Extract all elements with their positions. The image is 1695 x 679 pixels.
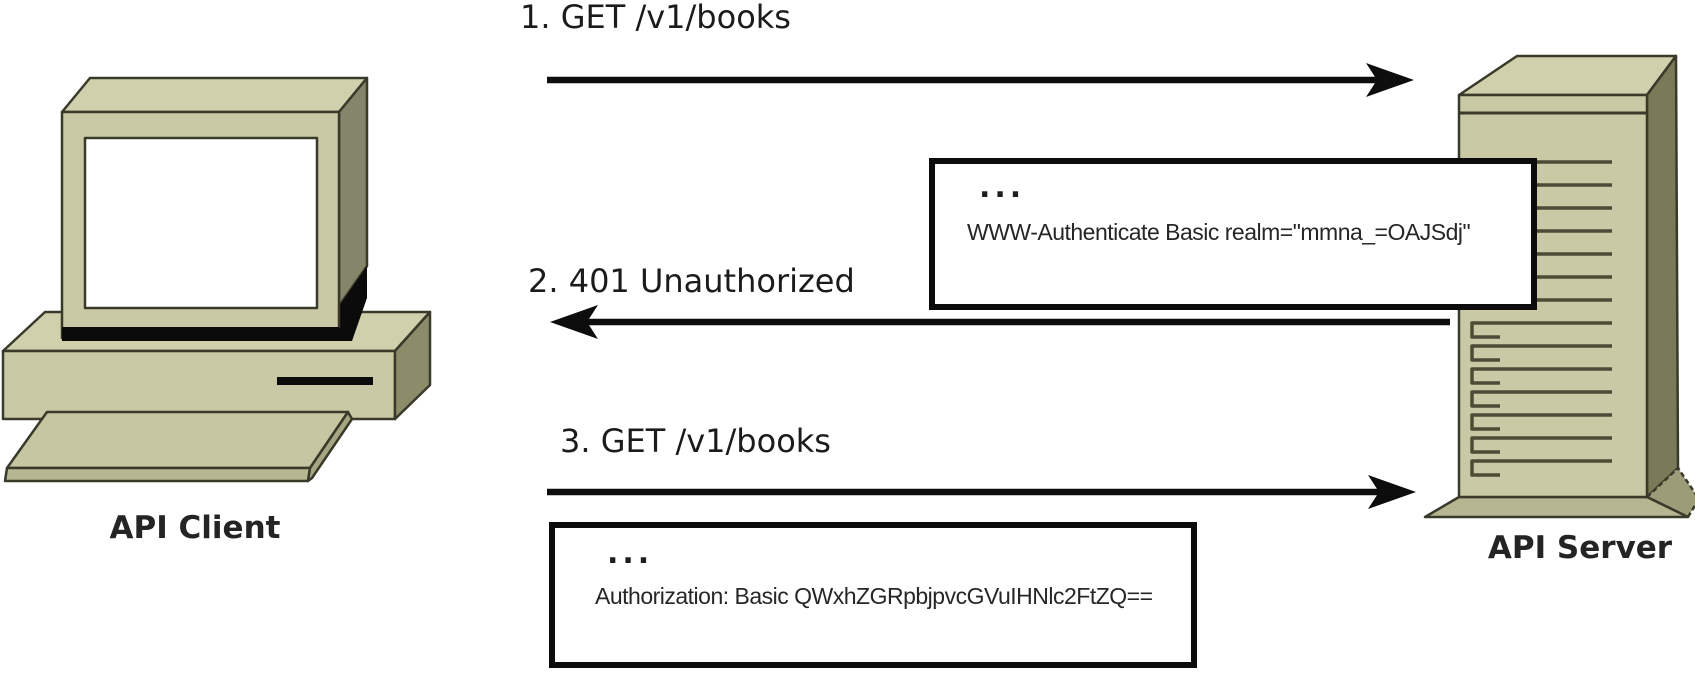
client-label: API Client [109, 510, 281, 546]
server-vent-bay-line [1470, 459, 1612, 477]
www-authenticate-header-text: WWW-Authenticate Basic realm="mmna_=OAJS… [967, 219, 1471, 245]
client-keyboard-top [5, 410, 350, 470]
server-base [1423, 495, 1690, 519]
client-monitor-shadow-wedge [339, 266, 367, 341]
client-computer-icon [1, 76, 432, 483]
client-monitor-shadow-strip [62, 327, 352, 341]
request-arrow-3 [547, 475, 1416, 509]
server-tower-icon [1423, 54, 1695, 519]
callout-www-authenticate: ... WWW-Authenticate Basic realm="mmna_=… [929, 158, 1537, 310]
server-vent-bay-line [1470, 436, 1612, 454]
client-monitor-screen [83, 136, 319, 310]
server-vent-bay-line [1470, 367, 1612, 385]
callout-authorization: ... Authorization: Basic QWxhZGRpbjpvcGV… [549, 522, 1197, 668]
server-vent-bay-line [1470, 321, 1612, 339]
server-vent-bay-line [1470, 413, 1612, 431]
message-1-label: 1. GET /v1/books [520, 0, 791, 36]
client-disk-slot [277, 377, 373, 385]
client-monitor-top [60, 76, 369, 114]
response-arrow-2 [550, 305, 1450, 339]
message-3-label: 3. GET /v1/books [560, 422, 831, 460]
ellipsis-text: ... [979, 170, 1026, 205]
request-arrow-1 [547, 63, 1414, 97]
server-vent-bay-line [1470, 344, 1612, 362]
response-arrow-2-head [550, 305, 598, 339]
message-2-label: 2. 401 Unauthorized [528, 262, 855, 300]
server-side-face [1645, 54, 1680, 499]
client-keyboard-end [306, 410, 354, 483]
authorization-header-text: Authorization: Basic QWxhZGRpbjpvcGVuIHN… [595, 583, 1153, 609]
request-arrow-3-head [1368, 475, 1416, 509]
request-arrow-1-head [1366, 63, 1414, 97]
server-top-face [1457, 54, 1678, 97]
client-keyboard-front [3, 466, 312, 483]
client-desk-side [393, 310, 432, 421]
server-label: API Server [1487, 530, 1673, 566]
server-vent-bay-line [1470, 390, 1612, 408]
client-monitor-side [337, 76, 369, 308]
ellipsis-text: ... [607, 536, 654, 571]
